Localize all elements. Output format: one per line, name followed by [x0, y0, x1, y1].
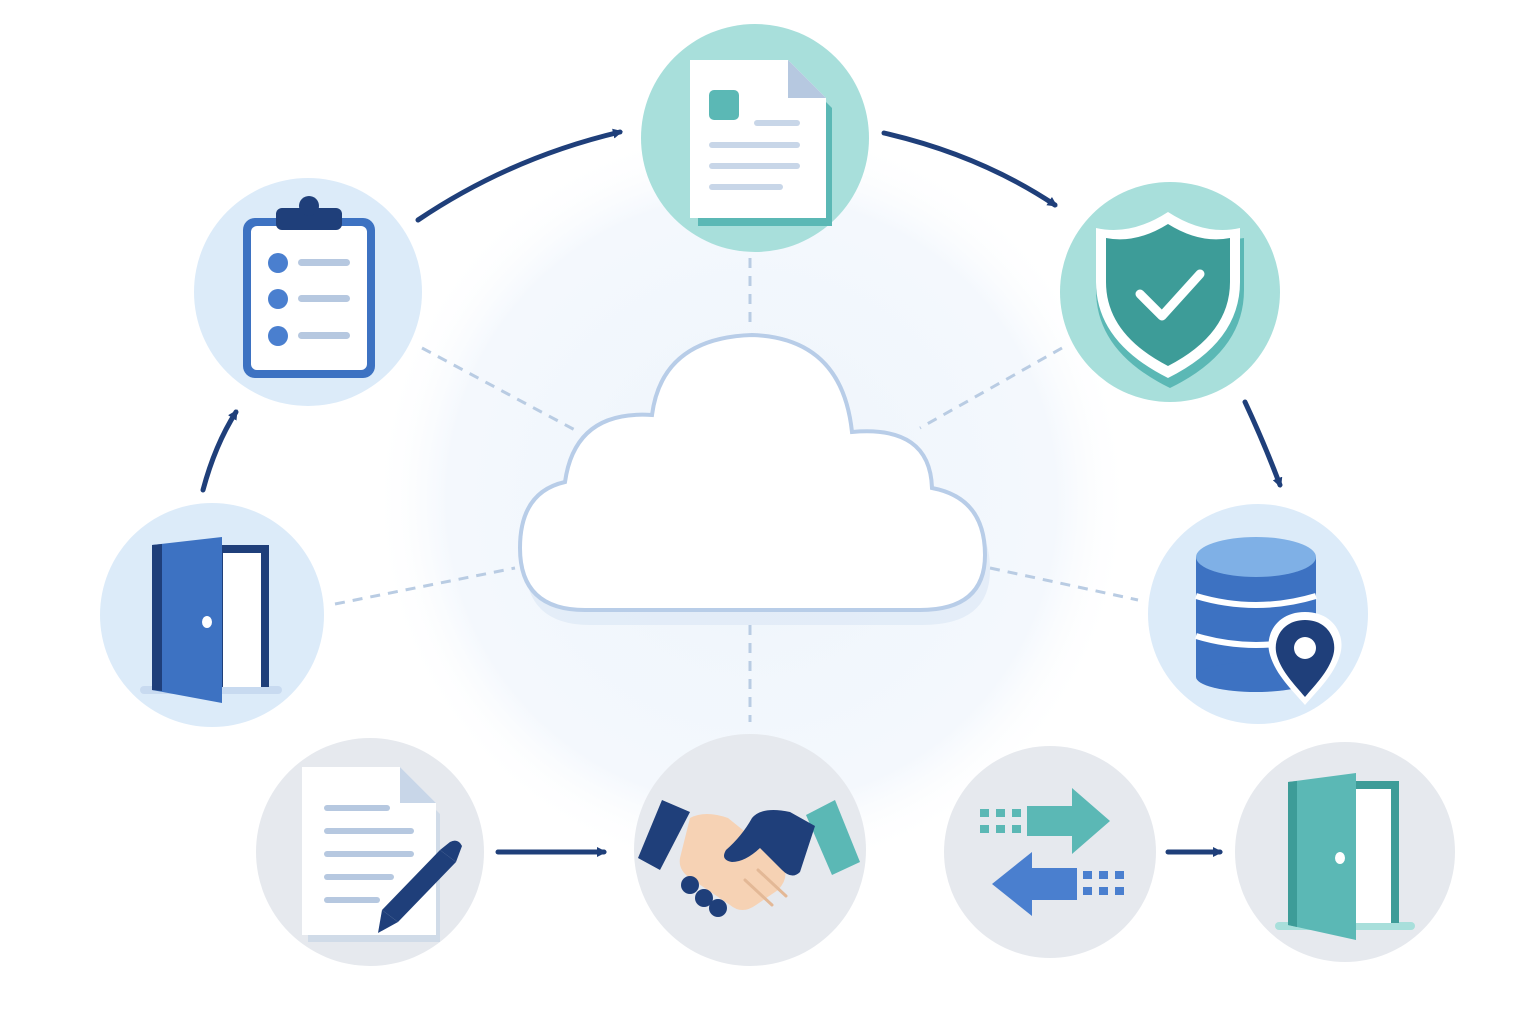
node-security-verification [1060, 182, 1280, 402]
spokes [334, 258, 1139, 722]
arrow-security-to-storage [1242, 399, 1283, 488]
spoke-requirements [421, 346, 576, 432]
node-data-storage [1148, 504, 1368, 724]
cloud-icon [517, 332, 990, 625]
shield-check-icon [1096, 212, 1244, 388]
node-partnership [634, 734, 866, 966]
node-data-exchange [944, 746, 1156, 958]
spoke-storage [989, 566, 1139, 602]
arrow-requirements-to-documentation [415, 128, 623, 223]
exit-door-icon [1275, 773, 1415, 940]
node-onboarding-entry [100, 503, 324, 727]
clipboard-checklist-icon [243, 196, 375, 378]
arrow-entry-to-requirements [200, 409, 239, 493]
node-documentation [641, 24, 869, 252]
document-pen-icon [302, 767, 462, 942]
spoke-entry [334, 566, 516, 606]
handshake-icon [638, 800, 860, 917]
document-icon [690, 60, 832, 226]
spoke-security [919, 346, 1063, 430]
arrow-documentation-to-security [881, 130, 1058, 208]
node-contract-signing [256, 738, 484, 966]
node-offboarding-exit [1235, 742, 1455, 962]
flow-arrows [200, 128, 1283, 857]
exchange-arrows-icon [980, 788, 1124, 916]
node-requirements [194, 178, 422, 406]
open-door-icon [140, 537, 282, 703]
database-location-icon [1195, 537, 1342, 705]
